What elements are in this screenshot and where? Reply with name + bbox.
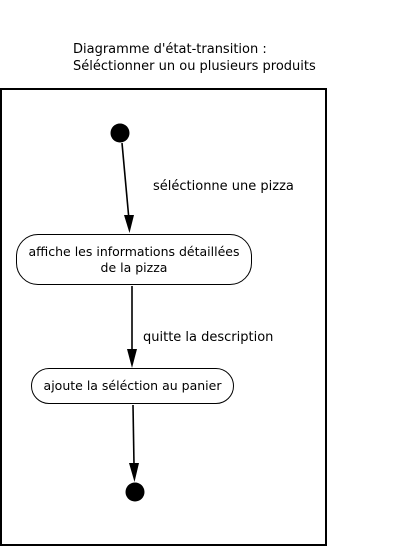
initial-state-node bbox=[110, 123, 130, 143]
state-display-details: affiche les informations détaillées de l… bbox=[16, 234, 252, 285]
diagram-title-line-2: Séléctionner un ou plusieurs produits bbox=[73, 59, 316, 74]
transition-arrowhead-1 bbox=[124, 215, 134, 233]
transition-label-select-pizza: séléctionne une pizza bbox=[153, 179, 294, 194]
state-display-details-line-2: de la pizza bbox=[100, 259, 168, 275]
transition-line-3 bbox=[132, 404, 135, 466]
transition-arrowhead-2 bbox=[127, 349, 137, 368]
state-add-to-cart: ajoute la séléction au panier bbox=[31, 368, 234, 404]
state-add-to-cart-label: ajoute la séléction au panier bbox=[43, 378, 222, 393]
final-state-node bbox=[125, 482, 145, 502]
transition-arrowhead-3 bbox=[129, 463, 139, 482]
transition-label-leave-description: quitte la description bbox=[143, 330, 274, 345]
diagram-title-line-1: Diagramme d'état-transition : bbox=[73, 42, 267, 57]
transition-line-1 bbox=[121, 142, 130, 221]
state-display-details-line-1: affiche les informations détaillées bbox=[28, 243, 240, 259]
diagram-title: Diagramme d'état-transition : Séléctionn… bbox=[73, 41, 316, 75]
